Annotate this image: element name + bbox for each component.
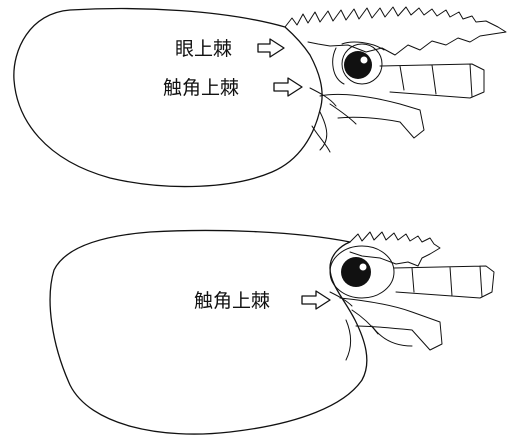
top-antennal-scale <box>320 94 424 150</box>
bottom-carapace: 触角上棘 <box>50 230 494 434</box>
top-eye-highlight <box>361 57 368 64</box>
bottom-antennal-scale <box>340 298 442 360</box>
top-rostrum <box>285 7 506 55</box>
bottom-eye <box>341 257 371 287</box>
top-carapace: 眼上棘 触角上棘 <box>14 7 506 187</box>
top-antennal-label: 触角上棘 <box>163 77 239 99</box>
bottom-carapace-outline <box>50 230 367 434</box>
top-antennal-arrow <box>274 78 302 96</box>
top-antennule <box>380 64 484 98</box>
bottom-antennal-label: 触角上棘 <box>194 290 270 312</box>
bottom-antennule <box>394 266 494 298</box>
bottom-eye-highlight <box>360 264 367 271</box>
bottom-antennal-arrow <box>302 291 330 309</box>
top-antennal-spine-region <box>310 88 336 152</box>
top-eye <box>344 51 372 79</box>
top-supraorbital-arrow <box>258 39 284 57</box>
top-supraorbital-label: 眼上棘 <box>175 38 232 60</box>
